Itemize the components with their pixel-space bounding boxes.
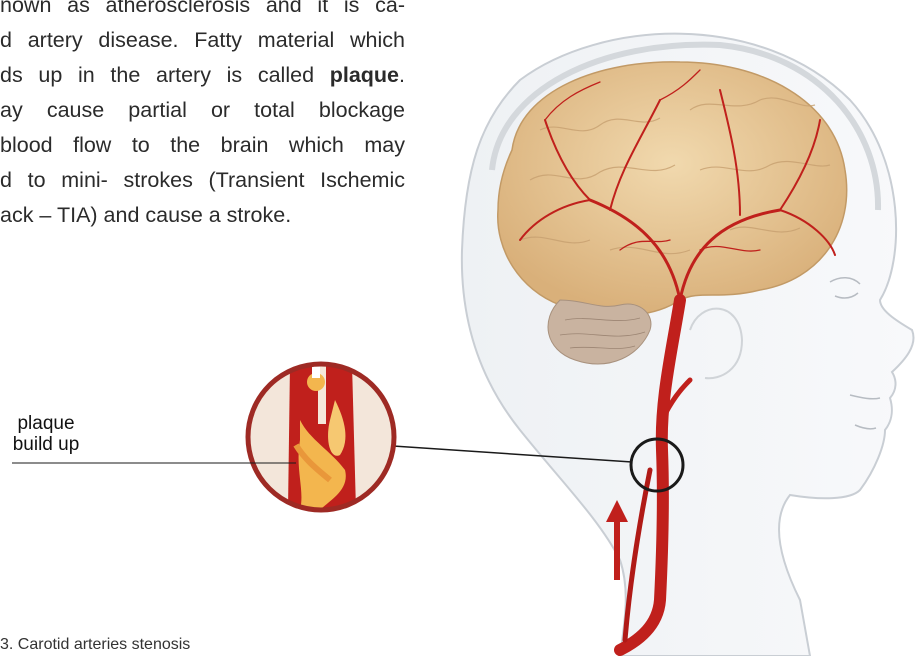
figure-caption: 3. Carotid arteries stenosis	[0, 636, 190, 654]
label-line-2: build up	[0, 434, 92, 455]
label-line-1: plaque	[0, 413, 92, 434]
plaque-build-up-label: plaque build up	[0, 413, 92, 455]
